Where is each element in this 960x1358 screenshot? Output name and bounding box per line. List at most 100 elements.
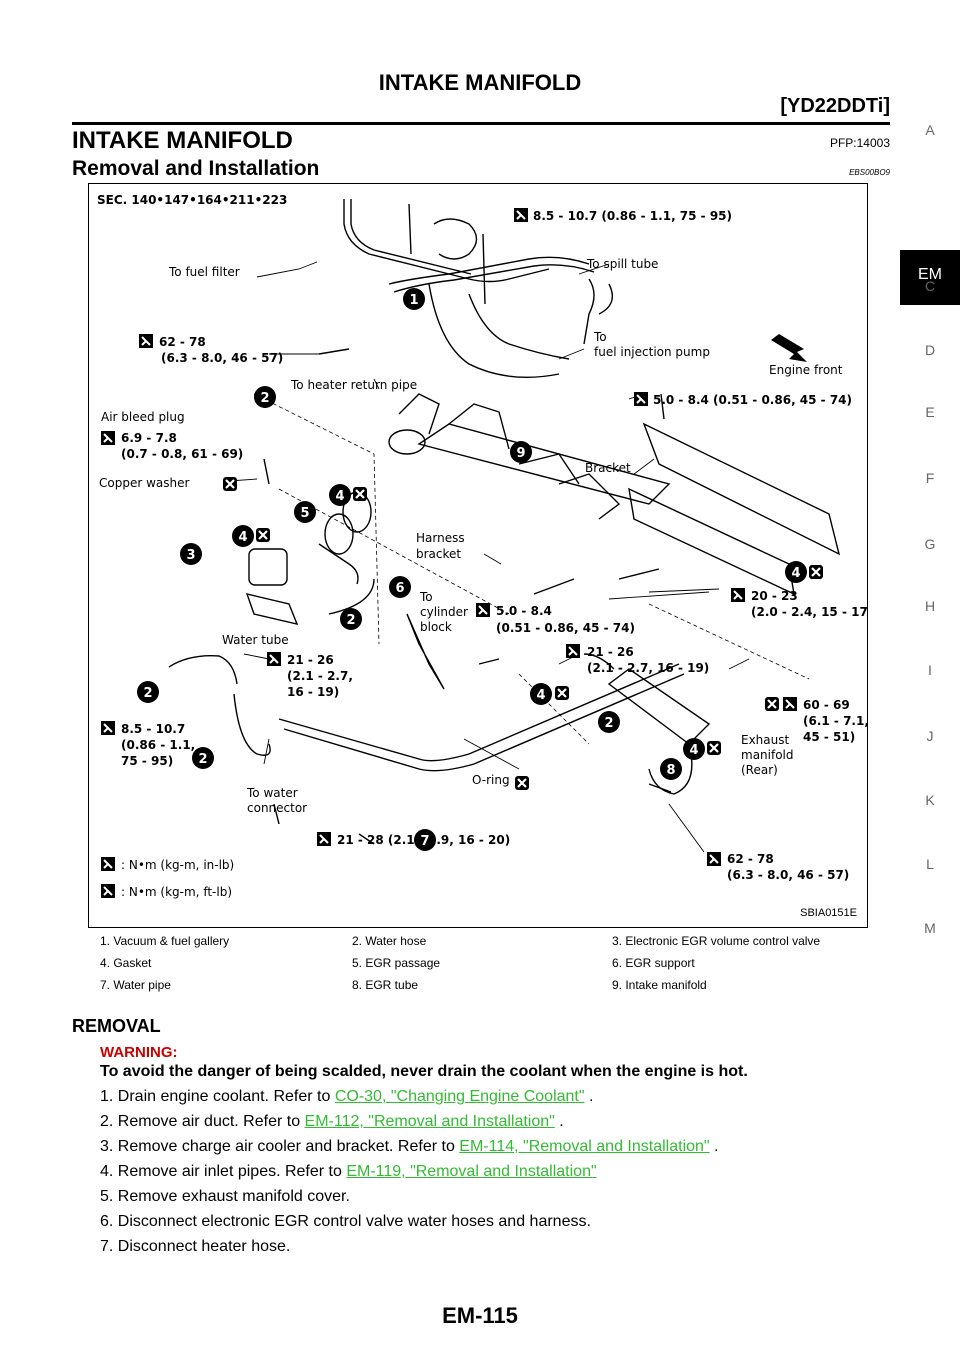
replace-x-icon: [807, 563, 825, 581]
svg-text:60 - 69: 60 - 69: [803, 698, 850, 712]
svg-text:8.5 - 10.7 (0.86 - 1.1, 75 - 9: 8.5 - 10.7 (0.86 - 1.1, 75 - 95): [533, 209, 732, 223]
side-index-letter[interactable]: M: [924, 920, 936, 936]
list-item: 6. Disconnect electronic EGR control val…: [100, 1213, 591, 1230]
svg-text:75 - 95): 75 - 95): [121, 754, 173, 768]
list-item: 2. Remove air duct. Refer to EM-112, "Re…: [100, 1113, 564, 1130]
callout-7: 7: [414, 829, 436, 851]
side-index-letter[interactable]: G: [924, 536, 936, 552]
svg-text:(2.1 - 2.7, 16 - 19): (2.1 - 2.7, 16 - 19): [587, 661, 709, 675]
svg-text:Air bleed plug: Air bleed plug: [101, 410, 185, 424]
section-code: PFP:14003: [829, 136, 890, 150]
table-row: 4. Gasket 5. EGR passage 6. EGR support: [100, 952, 870, 974]
side-index-letter[interactable]: D: [924, 342, 936, 358]
side-index-letter[interactable]: I: [928, 662, 932, 678]
replace-x-icon: [254, 526, 272, 544]
engine-front-arrow-icon: [771, 334, 807, 362]
list-item: 5. Remove exhaust manifold cover.: [100, 1188, 350, 1205]
svg-text:O-ring: O-ring: [472, 773, 510, 787]
replace-x-icon: [351, 485, 369, 503]
svg-text:(Rear): (Rear): [741, 763, 778, 777]
reference-link[interactable]: CO-30, "Changing Engine Coolant": [334, 1088, 585, 1105]
legend-cell: 4. Gasket: [100, 956, 152, 970]
svg-text:20 - 23: 20 - 23: [751, 589, 798, 603]
torque-wrench-icon: [316, 831, 332, 847]
torque-wrench-icon: [266, 651, 282, 667]
torque-wrench-icon: [100, 430, 116, 446]
side-index-letter[interactable]: A: [925, 122, 935, 138]
legend-cell: 9. Intake manifold: [612, 978, 707, 992]
svg-text:2: 2: [604, 716, 613, 731]
svg-text:(6.3 - 8.0, 46 - 57): (6.3 - 8.0, 46 - 57): [161, 351, 283, 365]
torque-wrench-icon: [100, 856, 116, 872]
svg-text:2: 2: [143, 686, 152, 701]
diagram-section-ref: SEC. 140•147•164•211•223: [97, 193, 287, 207]
svg-text:(0.86 - 1.1,: (0.86 - 1.1,: [121, 738, 195, 752]
side-index-letter[interactable]: L: [926, 856, 934, 872]
svg-text:connector: connector: [247, 801, 307, 815]
torque-wrench-icon: [782, 696, 798, 712]
exploded-diagram: SEC. 140•147•164•211•223: [88, 183, 868, 928]
reference-link[interactable]: EM-114, "Removal and Installation": [459, 1138, 710, 1155]
svg-text:4: 4: [238, 530, 247, 545]
side-index-letter[interactable]: E: [925, 404, 935, 420]
replace-x-icon: [763, 695, 781, 713]
table-row: 7. Water pipe 8. EGR tube 9. Intake mani…: [100, 974, 870, 996]
reference-link[interactable]: EM-112, "Removal and Installation": [304, 1113, 555, 1130]
legend-cell: 3. Electronic EGR volume control valve: [612, 934, 821, 948]
replace-x-icon: [553, 684, 571, 702]
svg-text:16 - 19): 16 - 19): [287, 685, 339, 699]
svg-text:(6.3 - 8.0, 46 - 57): (6.3 - 8.0, 46 - 57): [727, 868, 849, 882]
svg-text:Engine front: Engine front: [769, 363, 843, 377]
svg-text:(2.0 - 2.4, 15 - 17): (2.0 - 2.4, 15 - 17): [751, 605, 868, 619]
side-index-active-tab[interactable]: EM: [900, 250, 960, 305]
legend-cell: 2. Water hose: [352, 934, 427, 948]
callout-5: 5: [294, 501, 316, 523]
list-item: 4. Remove air inlet pipes. Refer to EM-1…: [100, 1163, 597, 1180]
svg-text:7: 7: [420, 834, 429, 849]
svg-text:To water: To water: [246, 786, 298, 800]
svg-text:2: 2: [198, 752, 207, 767]
callout-4: 4: [329, 484, 351, 506]
torque-wrench-icon: [565, 643, 581, 659]
page-header-model: [YD22DDTi]: [780, 95, 890, 117]
subsection-code: EBS00BO9: [849, 168, 890, 177]
legend-cell: 5. EGR passage: [352, 956, 441, 970]
exploded-diagram-drawing: SEC. 140•147•164•211•223: [97, 193, 868, 899]
callout-4: 4: [785, 561, 807, 583]
page-header-title: INTAKE MANIFOLD: [378, 70, 582, 95]
side-index-letter[interactable]: F: [925, 470, 935, 486]
torque-wrench-icon: [633, 391, 649, 407]
warning-label: WARNING:: [100, 1044, 178, 1061]
callout-3: 3: [180, 543, 202, 565]
svg-text:62 - 78: 62 - 78: [159, 335, 206, 349]
list-item: 3. Remove charge air cooler and bracket.…: [100, 1138, 719, 1155]
svg-text:21 - 26: 21 - 26: [287, 653, 334, 667]
svg-text:To heater return pipe: To heater return pipe: [290, 378, 417, 392]
callout-4: 4: [232, 525, 254, 547]
side-index-letter[interactable]: J: [926, 728, 934, 744]
svg-text:To: To: [419, 590, 433, 604]
side-index-letter[interactable]: H: [924, 598, 936, 614]
svg-text:bracket: bracket: [416, 547, 461, 561]
reference-link[interactable]: EM-119, "Removal and Installation": [346, 1163, 597, 1180]
svg-text:45 - 51): 45 - 51): [803, 730, 855, 744]
torque-wrench-icon: [100, 720, 116, 736]
svg-text:4: 4: [335, 489, 344, 504]
callout-6: 6: [389, 576, 411, 598]
table-row: 1. Vacuum & fuel gallery 2. Water hose 3…: [100, 930, 870, 952]
figure-code: SBIA0151E: [800, 907, 857, 919]
callout-1: 1: [403, 288, 425, 310]
callout-2: 2: [137, 681, 159, 703]
warning-text: To avoid the danger of being scalded, ne…: [100, 1063, 748, 1080]
svg-text:5: 5: [300, 506, 309, 521]
svg-text:4: 4: [536, 688, 545, 703]
svg-text:5.0 - 8.4: 5.0 - 8.4: [496, 604, 552, 618]
replace-x-icon: [221, 475, 239, 493]
side-index-letter[interactable]: K: [925, 792, 935, 808]
callout-8: 8: [660, 758, 682, 780]
svg-text:(2.1 - 2.7,: (2.1 - 2.7,: [287, 669, 353, 683]
side-index-letter[interactable]: C: [924, 278, 936, 294]
svg-text:1: 1: [409, 293, 418, 308]
replace-x-icon: [705, 739, 723, 757]
svg-text:3: 3: [186, 548, 195, 563]
